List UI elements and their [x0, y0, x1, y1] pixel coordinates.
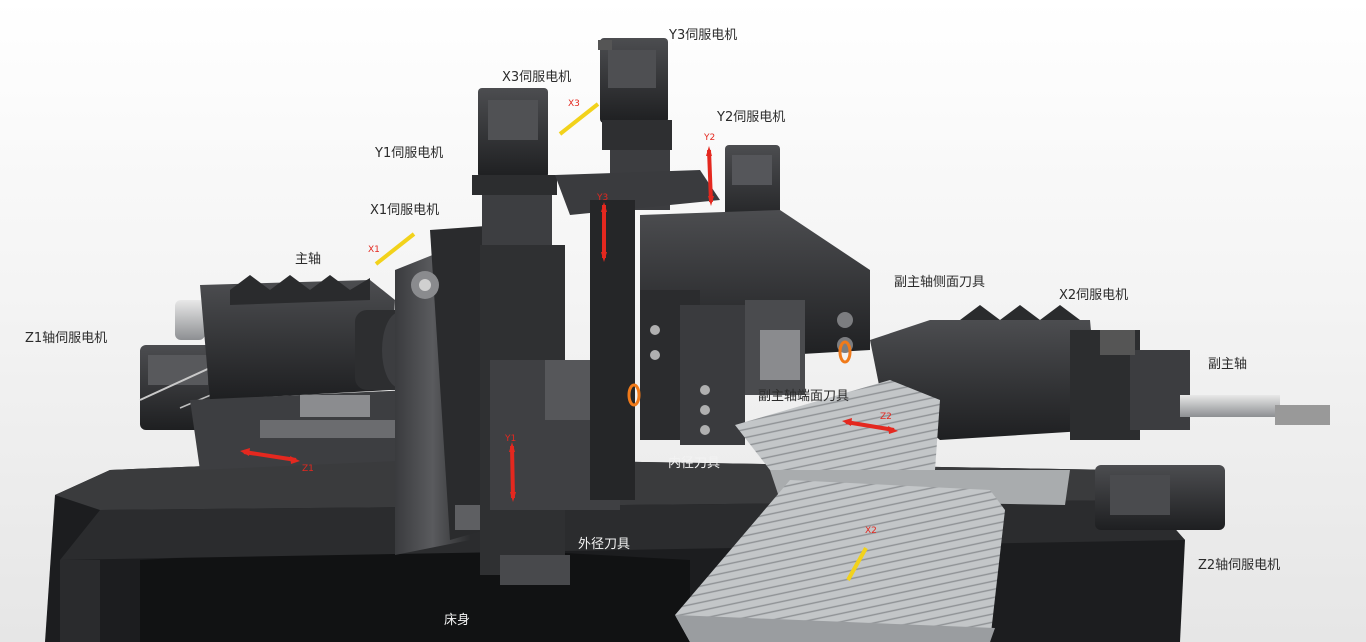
- x3-slide: [555, 170, 720, 500]
- tool-block: [640, 210, 870, 445]
- axis-tag-x3: X3: [568, 99, 580, 109]
- label-z2-servo-motor: Z2轴伺服电机: [1198, 558, 1281, 573]
- label-bed: 床身: [444, 613, 471, 628]
- label-sub-spindle-end-tool: 副主轴端面刀具: [758, 389, 850, 404]
- main-spindle: [175, 275, 418, 400]
- z2-arrow: [845, 420, 895, 432]
- label-outer-tool: 外径刀具: [578, 537, 631, 552]
- axis-tag-y3: Y3: [597, 193, 609, 203]
- label-x2-servo-motor: X2伺服电机: [1059, 288, 1129, 303]
- label-y2-servo-motor: Y2伺服电机: [717, 110, 786, 125]
- rotation-arrow-sub-spindle: [838, 340, 852, 364]
- label-x3-servo-motor: X3伺服电机: [502, 70, 572, 85]
- axis-tag-x2: X2: [865, 526, 877, 536]
- axis-tag-y2: Y2: [704, 133, 716, 143]
- label-inner-tool: 内径刀具: [668, 456, 721, 471]
- y2-servo-motor: [725, 145, 780, 230]
- z1-arrow: [243, 450, 297, 462]
- label-y3-servo-motor: Y3伺服电机: [669, 28, 738, 43]
- rotation-arrow-inner-tool: [627, 383, 641, 407]
- axis-tag-y1: Y1: [505, 434, 517, 444]
- x3-arrow: [558, 102, 600, 136]
- label-z1-servo-motor: Z1轴伺服电机: [25, 331, 108, 346]
- axis-tag-z2: Z2: [880, 412, 892, 422]
- x2-arrow: [846, 547, 868, 581]
- y1-servo-motor: [472, 88, 557, 245]
- label-main-spindle: 主轴: [295, 252, 322, 267]
- z2-servo-motor: [1095, 465, 1225, 530]
- y3-servo-motor: [598, 38, 672, 210]
- label-sub-spindle-side-tool: 副主轴侧面刀具: [894, 275, 986, 290]
- y2-arrow: [707, 149, 713, 203]
- x1-arrow: [374, 232, 416, 266]
- axis-tag-x1: X1: [368, 245, 380, 255]
- z1-slide: [190, 390, 420, 470]
- y1-arrow: [510, 445, 515, 499]
- lower-chip-plate: [675, 480, 1005, 642]
- rotation-arrows: [627, 340, 852, 407]
- label-y1-servo-motor: Y1伺服电机: [375, 146, 444, 161]
- label-x1-servo-motor: X1伺服电机: [370, 203, 440, 218]
- direction-arrows: [240, 102, 898, 581]
- sub-spindle: [870, 305, 1330, 440]
- axis-tag-z1: Z1: [302, 464, 314, 474]
- label-sub-spindle: 副主轴: [1208, 357, 1248, 372]
